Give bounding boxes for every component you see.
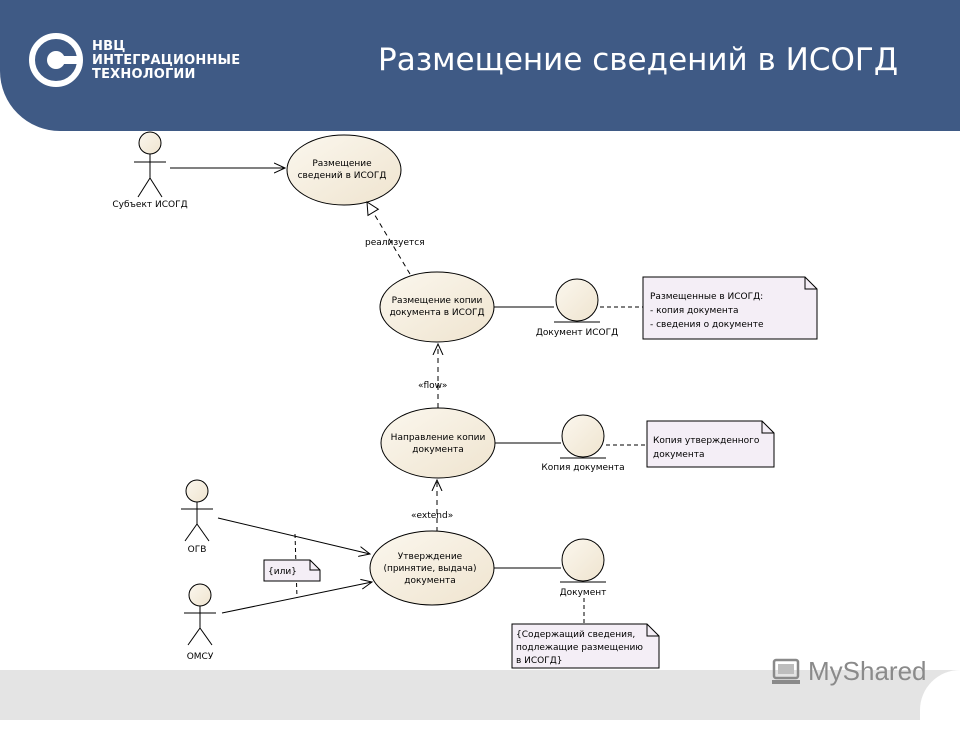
- relation-label: реализуется: [365, 238, 425, 248]
- note-text: {Содержащий сведения,: [516, 630, 635, 640]
- usecase-label: документа: [404, 576, 455, 586]
- actor-subject-isogd: Субъект ИСОГД: [112, 131, 188, 210]
- actor-figure-icon: [134, 131, 166, 198]
- actor-ogv: ОГВ: [181, 479, 213, 555]
- note-text: Размещенные в ИСОГД:: [650, 292, 763, 302]
- note-text: подлежащие размещению: [516, 643, 643, 653]
- use-case-diagram: Субъект ИСОГД ОГВ ОМСУ {или}: [112, 131, 818, 669]
- relation-label: «extend»: [411, 511, 453, 521]
- usecase-label: документа в ИСОГД: [389, 308, 484, 318]
- actor-figure-icon: [184, 583, 216, 646]
- note-text: - копия документа: [650, 306, 739, 316]
- note-containing-info: {Содержащий сведения, подлежащие размеще…: [511, 623, 660, 669]
- realization-arrow: [367, 202, 411, 275]
- usecase-label: сведений в ИСОГД: [298, 171, 387, 181]
- slide-title: Размещение сведений в ИСОГД: [378, 42, 899, 78]
- usecase-label: Утверждение: [398, 552, 463, 562]
- footer-band: [0, 670, 960, 720]
- relation-label: «flow»: [418, 381, 447, 391]
- usecase-place-copy: Размещение копии документа в ИСОГД: [379, 271, 495, 343]
- usecase-label: Размещение копии: [392, 296, 483, 306]
- entity-document: Документ: [560, 538, 607, 598]
- note-text: документа: [653, 450, 704, 460]
- actor-omsu: ОМСУ: [184, 583, 216, 662]
- actor-label: ОГВ: [188, 545, 207, 555]
- usecase-approve-document: Утверждение (принятие, выдача) документа: [369, 530, 495, 606]
- usecase-label: Размещение: [312, 159, 372, 169]
- usecase-label: (принятие, выдача): [383, 564, 476, 574]
- company-logo-icon: [29, 33, 83, 87]
- myshared-logo-icon: [772, 658, 800, 684]
- company-logo-text: НВЦ ИНТЕГРАЦИОННЫЕ ТЕХНОЛОГИИ: [92, 40, 240, 82]
- note-approved-copy: Копия утвержденного документа: [646, 420, 775, 468]
- note-text: Копия утвержденного: [653, 436, 760, 446]
- usecase-place-info: Размещение сведений в ИСОГД: [286, 134, 402, 206]
- logo-line: НВЦ: [92, 39, 126, 54]
- entity-label: Копия документа: [541, 463, 624, 473]
- title-bar: НВЦ ИНТЕГРАЦИОННЫЕ ТЕХНОЛОГИИ Размещение…: [0, 0, 960, 131]
- usecase-send-copy: Направление копии документа: [380, 407, 496, 479]
- brand-watermark: MyShared: [808, 656, 927, 686]
- logo-line: ИНТЕГРАЦИОННЫЕ: [92, 53, 241, 68]
- note-text: {или}: [268, 567, 297, 577]
- note-placed-in-isogd: Размещенные в ИСОГД: - копия документа -…: [642, 276, 818, 340]
- constraint-line: [294, 533, 298, 599]
- note-text: в ИСОГД}: [516, 656, 563, 666]
- actor-label: ОМСУ: [187, 652, 214, 662]
- entity-icon: [561, 538, 605, 582]
- entity-document-isogd: Документ ИСОГД: [536, 278, 618, 338]
- usecase-label: Направление копии: [391, 433, 486, 443]
- usecase-label: документа: [412, 445, 463, 455]
- note-text: - сведения о документе: [650, 320, 764, 330]
- actor-label: Субъект ИСОГД: [112, 200, 187, 210]
- entity-label: Документ ИСОГД: [536, 328, 618, 338]
- entity-icon: [561, 414, 605, 458]
- logo-line: ТЕХНОЛОГИИ: [92, 67, 196, 82]
- entity-label: Документ: [560, 588, 607, 598]
- constraint-note-or: {или}: [263, 559, 321, 582]
- entity-icon: [555, 278, 599, 322]
- actor-figure-icon: [181, 479, 213, 542]
- association-arrow: [217, 517, 370, 554]
- entity-document-copy: Копия документа: [541, 414, 625, 473]
